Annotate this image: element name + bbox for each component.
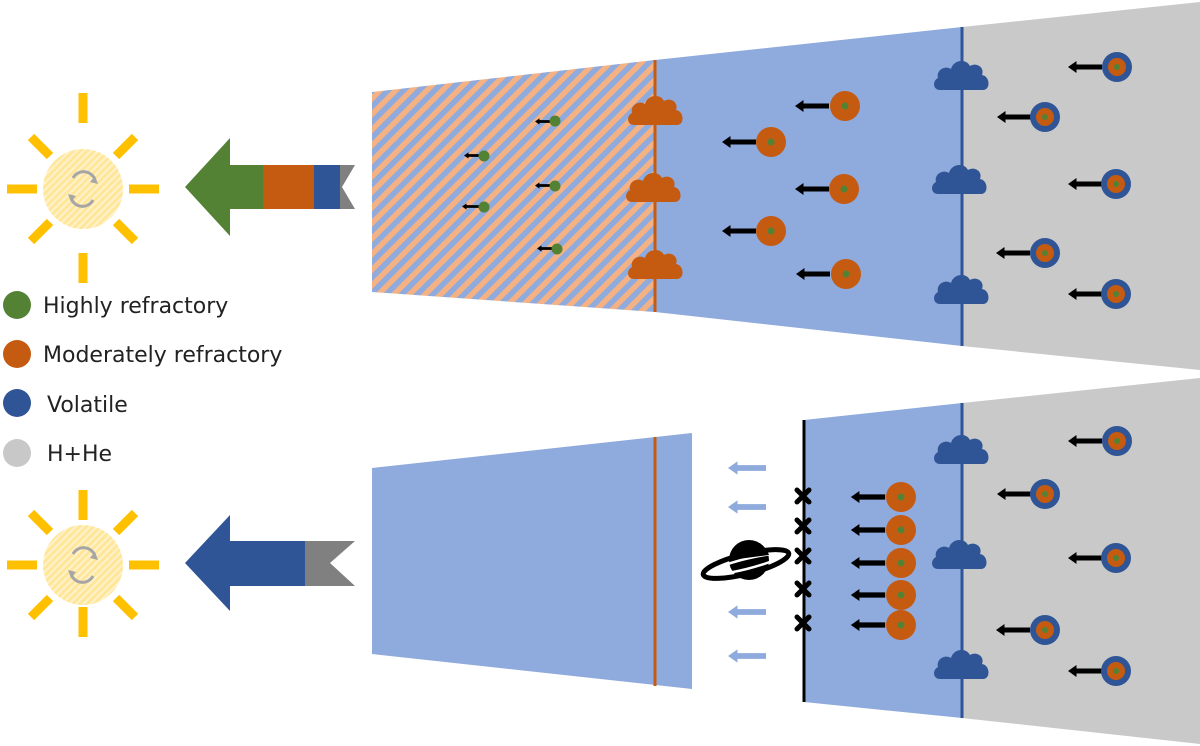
legend-item-moderately-refractory: Moderately refractory [3,340,282,368]
legend: Highly refractory Moderately refractory … [3,291,282,467]
legend-label: H+He [47,442,112,467]
legend-swatch [3,389,31,417]
legend-swatch [3,439,31,467]
top-highly-refractory-grains [462,115,563,255]
bottom-moderately-refractory-pebbles [850,482,916,640]
sun-icon [7,93,159,283]
cross-mark-icon [794,487,812,632]
top-volatile-coated-pebbles [996,52,1132,309]
legend-label: Moderately refractory [43,343,282,368]
bottom-gray-outer-zone [962,378,1200,744]
bottom-panel [7,378,1200,744]
legend-swatch [3,291,31,319]
top-accretion-arrow [185,138,355,236]
top-panel [7,2,1200,370]
top-hatched-inner-zone [372,60,655,312]
legend-item-h-he: H+He [3,439,112,467]
bottom-inner-zone [372,433,692,689]
ringed-planet-icon [700,540,792,581]
legend-item-volatile: Volatile [3,389,128,418]
legend-swatch [3,340,31,368]
legend-label: Volatile [47,393,128,418]
bottom-volatile-coated-pebbles [996,426,1132,686]
sun-icon [7,490,159,637]
legend-item-highly-refractory: Highly refractory [3,291,228,319]
legend-label: Highly refractory [43,294,228,319]
bottom-accretion-arrow [185,515,355,611]
top-moderately-refractory-pebbles [722,91,861,289]
